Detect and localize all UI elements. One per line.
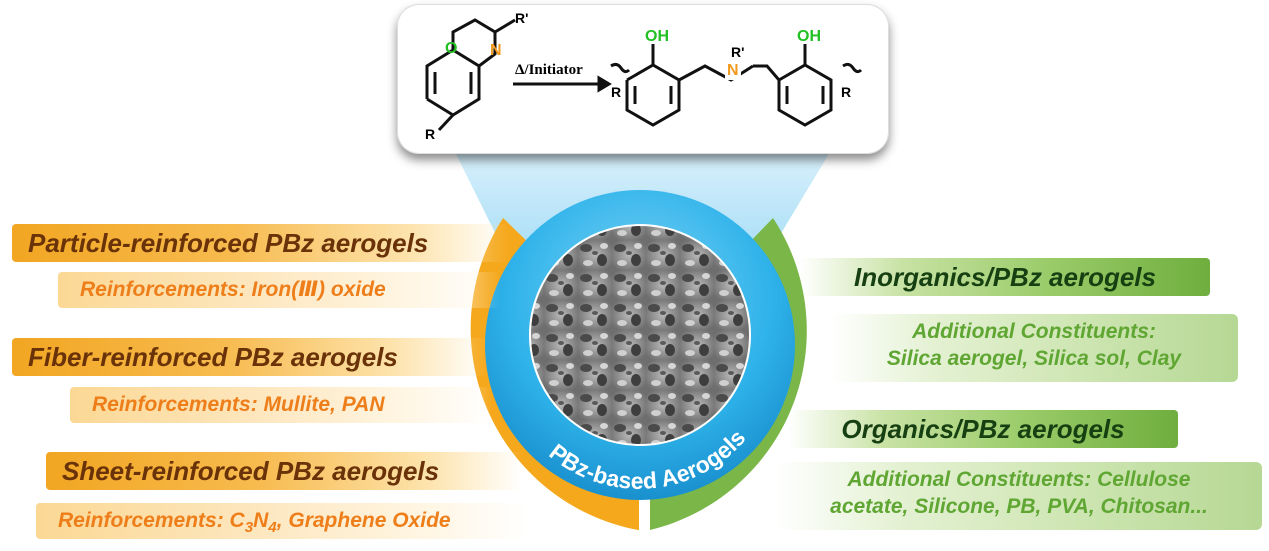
organics-detail: Additional Constituents: Cellulose aceta… [776, 462, 1262, 530]
organics-detail-line1: Additional Constituents: Cellulose [847, 468, 1191, 491]
sem-image [529, 224, 751, 446]
reaction-scheme [425, 18, 863, 132]
group-r-2: R [611, 84, 622, 100]
atom-oh-1: OH [645, 28, 669, 45]
atom-o: O [445, 40, 458, 57]
group-r-prime-2: R' [731, 44, 745, 60]
group-r-1: R [425, 126, 436, 142]
group-r-prime-1: R' [515, 10, 529, 26]
fiber-reinforced-title: Fiber-reinforced PBz aerogels [12, 338, 488, 376]
inorganics-detail-line1: Additional Constituents: [912, 320, 1156, 343]
particle-reinforced-title: Particle-reinforced PBz aerogels [12, 224, 508, 262]
organics-detail-line2: acetate, Silicone, PB, PVA, Chitosan... [830, 495, 1208, 518]
organics-title: Organics/PBz aerogels [788, 410, 1178, 448]
fiber-reinforced-detail: Reinforcements: Mullite, PAN [70, 387, 492, 423]
arrow-label: Δ/Initiator [515, 62, 583, 78]
group-r-3: R [841, 84, 852, 100]
atom-oh-2: OH [797, 28, 821, 45]
inorganics-detail-line2: Silica aerogel, Silica sol, Clay [886, 347, 1182, 370]
sheet-reinforced-detail: Reinforcements: C3N4, Graphene Oxide [36, 503, 528, 539]
reaction-box: O N R' R Δ/Initiator OH R R' N OH R [397, 4, 889, 154]
inorganics-detail: Additional Constituents: Silica aerogel,… [830, 314, 1238, 382]
sheet-reinforced-title: Sheet-reinforced PBz aerogels [46, 452, 522, 490]
atom-n: N [490, 42, 502, 59]
inorganics-title: Inorganics/PBz aerogels [800, 258, 1210, 296]
particle-reinforced-detail: Reinforcements: Iron(Ⅲ) oxide [58, 272, 500, 308]
atom-n-2: N [725, 62, 741, 80]
